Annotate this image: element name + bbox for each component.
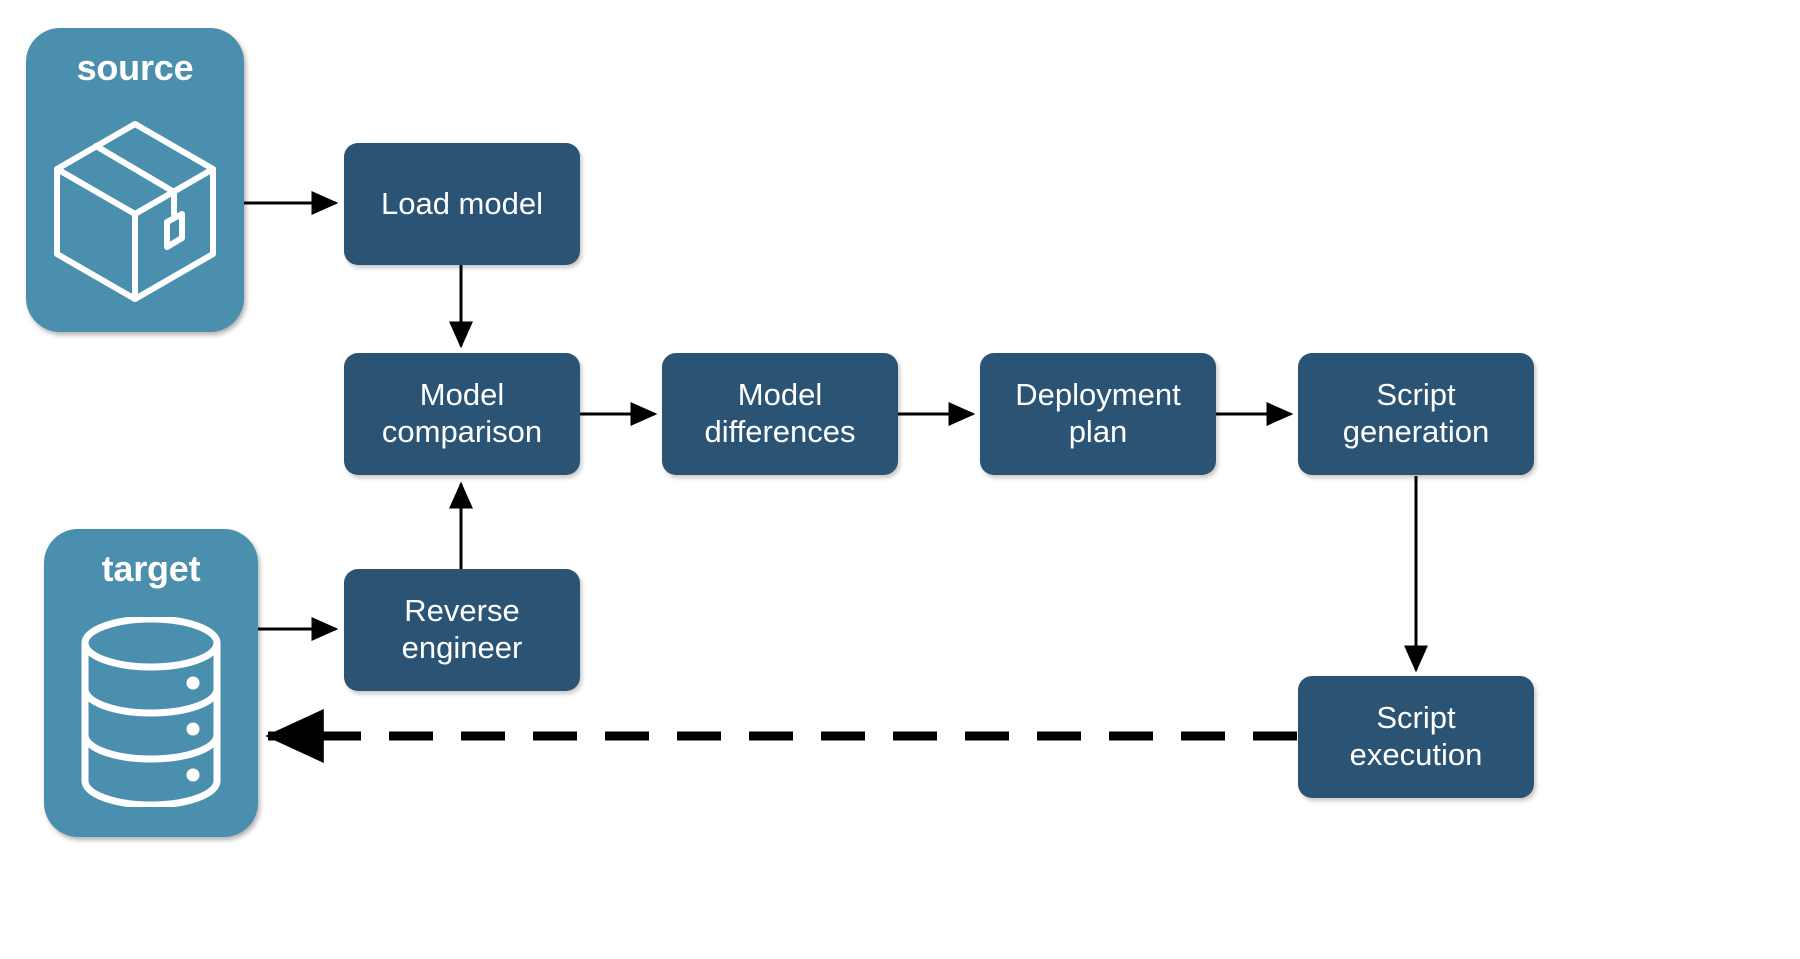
process-box-load-model[interactable]: Load model [344, 143, 580, 265]
database-cylinder-icon [44, 587, 258, 837]
process-box-model-comparison[interactable]: Model comparison [344, 353, 580, 475]
process-label-model-differences: Model differences [704, 377, 856, 449]
process-label-load-model: Load model [380, 185, 543, 221]
process-label-deployment-plan: Deployment plan [1015, 377, 1181, 449]
endpoint-label-source: source [76, 47, 194, 88]
process-box-deployment-plan[interactable]: Deployment plan [980, 353, 1216, 475]
endpoint-label-target: target [101, 548, 201, 589]
process-box-script-generation[interactable]: Script generation [1298, 353, 1534, 475]
process-box-model-differences[interactable]: Model differences [662, 353, 898, 475]
package-box-icon [26, 86, 244, 332]
process-label-script-generation: Script generation [1342, 377, 1490, 449]
process-box-script-execution[interactable]: Script execution [1298, 676, 1534, 798]
endpoint-card-source[interactable]: source [26, 28, 244, 332]
process-box-reverse-engineer[interactable]: Reverse engineer [344, 569, 580, 691]
process-label-script-execution: Script execution [1349, 700, 1483, 772]
endpoint-card-target[interactable]: target [44, 529, 258, 837]
process-label-reverse-engineer: Reverse engineer [401, 593, 523, 665]
process-label-model-comparison: Model comparison [381, 377, 543, 449]
